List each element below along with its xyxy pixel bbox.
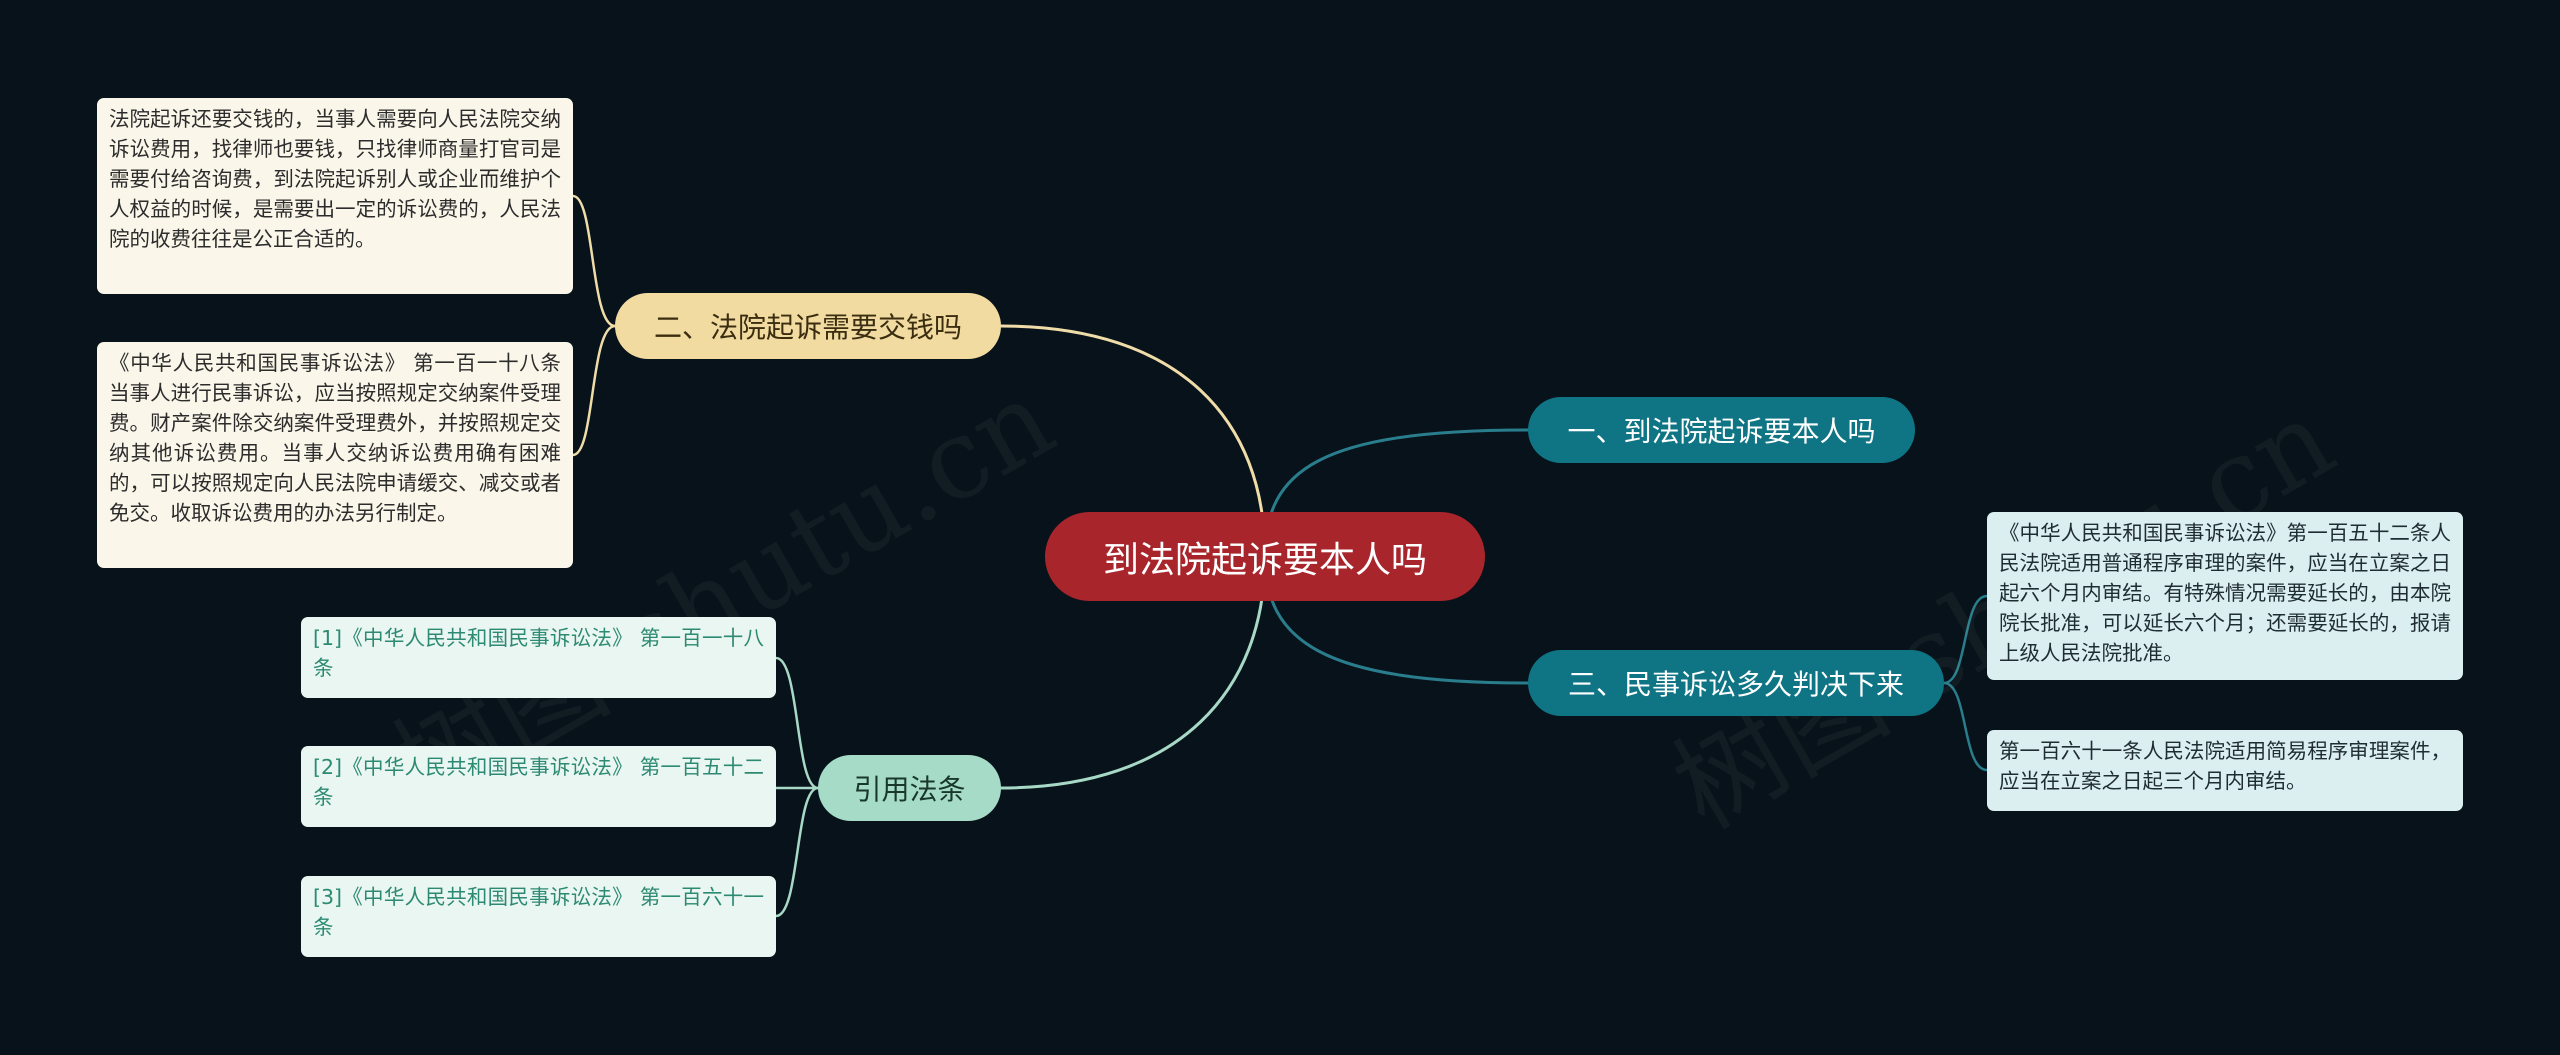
- leaf-citation-1[interactable]: [1]《中华人民共和国民事诉讼法》 第一百一十八条: [301, 617, 776, 698]
- branch-personal-appearance[interactable]: 一、到法院起诉要本人吗: [1528, 397, 1915, 463]
- leaf-court-fee-explanation[interactable]: 法院起诉还要交钱的，当事人需要向人民法院交纳诉讼费用，找律师也要钱，只找律师商量…: [97, 98, 573, 294]
- connector-judgment-leaf-1: [1942, 594, 1989, 685]
- connector-judgment-leaf-2: [1942, 681, 1989, 772]
- branch-judgment-duration[interactable]: 三、民事诉讼多久判决下来: [1528, 650, 1944, 716]
- leaf-article-161-simple-procedure[interactable]: 第一百六十一条人民法院适用简易程序审理案件，应当在立案之日起三个月内审结。: [1987, 730, 2463, 811]
- branch-court-fee[interactable]: 二、法院起诉需要交钱吗: [615, 293, 1001, 359]
- leaf-citation-3[interactable]: [3]《中华人民共和国民事诉讼法》 第一百六十一条: [301, 876, 776, 957]
- leaf-article-152-ordinary-procedure[interactable]: 《中华人民共和国民事诉讼法》第一百五十二条人民法院适用普通程序审理的案件，应当在…: [1987, 512, 2463, 680]
- connector-to-cited-articles: [999, 554, 1267, 790]
- connector-court-fee-leaf-1: [571, 194, 617, 328]
- leaf-civil-procedure-article-118[interactable]: 《中华人民共和国民事诉讼法》 第一百一十八条当事人进行民事诉讼，应当按照规定交纳…: [97, 342, 573, 568]
- central-topic[interactable]: 到法院起诉要本人吗: [1045, 512, 1485, 601]
- connector-citation-1: [774, 656, 820, 790]
- connector-court-fee-leaf-2: [571, 324, 617, 457]
- branch-cited-articles[interactable]: 引用法条: [818, 755, 1001, 821]
- connector-citation-3: [774, 786, 820, 918]
- leaf-citation-2[interactable]: [2]《中华人民共和国民事诉讼法》 第一百五十二条: [301, 746, 776, 827]
- connector-to-court-fee: [999, 324, 1267, 558]
